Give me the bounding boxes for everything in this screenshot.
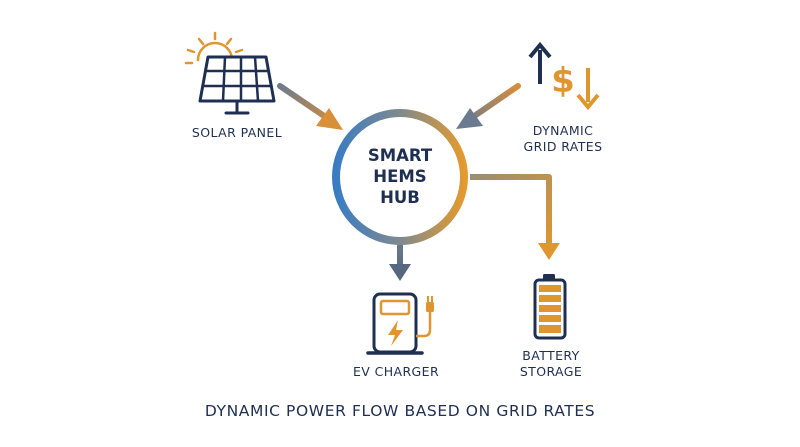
grid-rates-label-line: DYNAMIC (532, 123, 594, 138)
diagram-caption: DYNAMIC POWER FLOW BASED ON GRID RATES (204, 402, 596, 420)
hub-label-line: HEMS (373, 167, 427, 186)
ev-charger-label: EV CHARGER (353, 364, 439, 380)
hub-label-line: HUB (380, 188, 420, 207)
grid-rates-label: DYNAMIC GRID RATES (524, 123, 603, 155)
arrow-hub-to-battery (470, 174, 560, 260)
grid-rates-label-line: GRID RATES (523, 139, 603, 154)
hub-label-line: SMART (367, 146, 433, 165)
solar-panel-label-text: SOLAR PANEL (191, 125, 283, 140)
ev-charger-label-text: EV CHARGER (352, 364, 440, 379)
battery-icon (533, 274, 567, 340)
battery-storage-label-line: BATTERY (522, 348, 580, 363)
arrow-grid-to-hub (456, 83, 521, 129)
hub-ring (332, 109, 468, 245)
solar-panel-icon (184, 31, 276, 115)
solar-panel-label: SOLAR PANEL (192, 125, 282, 141)
arrow-solar-to-hub (277, 83, 343, 130)
battery-storage-label: BATTERY STORAGE (520, 348, 582, 380)
hub-label: SMART HEMS HUB (368, 145, 432, 208)
ev-charger-icon (366, 292, 434, 355)
arrow-hub-to-ev (389, 240, 411, 281)
svg-text:$: $ (551, 61, 575, 101)
battery-storage-label-line: STORAGE (519, 364, 583, 379)
dollar-arrows-icon: $ (528, 41, 600, 111)
